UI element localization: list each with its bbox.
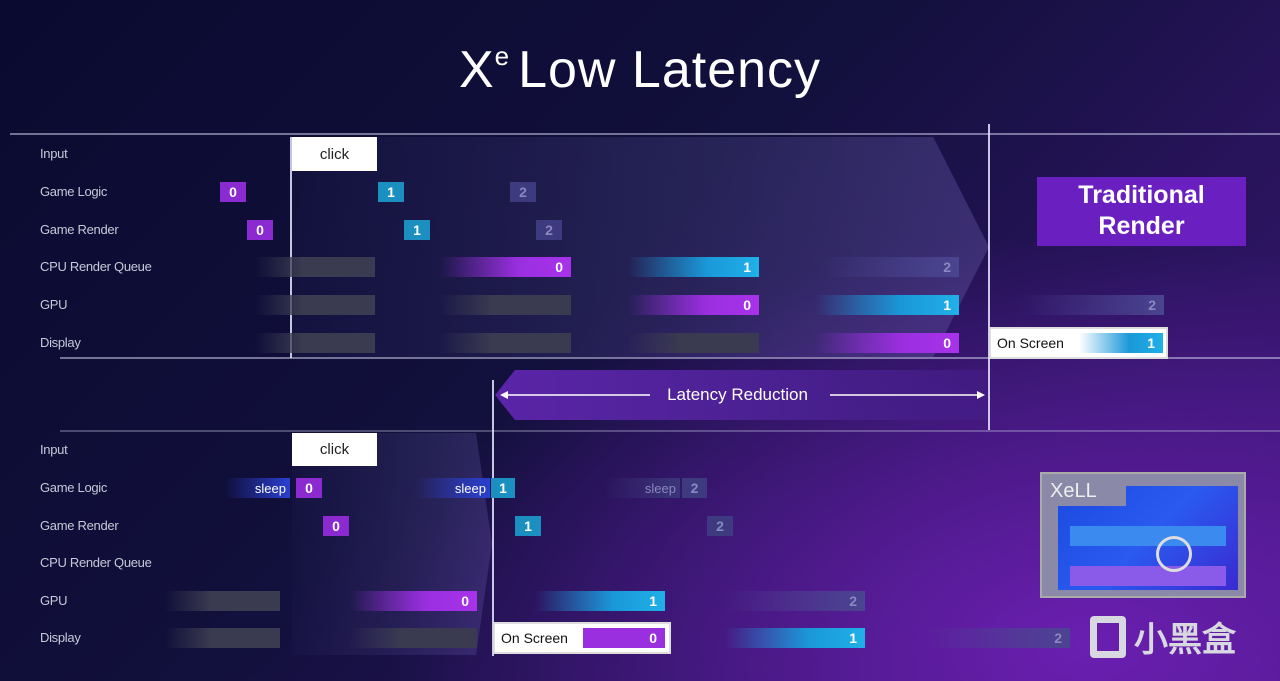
row-label: Display (40, 335, 81, 350)
on-screen-frame: 0 (583, 628, 665, 648)
display-marker-line (988, 124, 990, 430)
xell-logo-text: XeLL (1050, 480, 1097, 502)
frame-block: 0 (628, 295, 759, 315)
on-screen-frame: 1 (1079, 333, 1163, 353)
frame-block: 2 (820, 257, 959, 277)
watermark-logo-icon (1090, 615, 1126, 658)
frame-block: 1 (815, 295, 959, 315)
frame-block: 1 (404, 220, 430, 240)
click-marker-line (290, 137, 292, 358)
xell-display-marker-line (492, 380, 494, 656)
divider (10, 133, 1280, 135)
row-label: Game Logic (40, 480, 108, 495)
frame-block: 2 (725, 591, 865, 611)
bottom-on-screen: On Screen 0 (493, 622, 671, 654)
frame-block: 0 (350, 591, 477, 611)
xell-frame-chevron (292, 433, 492, 655)
idle-block (440, 295, 571, 315)
idle-block (255, 257, 375, 277)
watermark-text: 小黑盒 (1134, 621, 1236, 659)
idle-block (255, 333, 375, 353)
frame-block: 2 (536, 220, 562, 240)
frame-block: 2 (707, 516, 733, 536)
latency-arrow (500, 391, 985, 399)
frame-block: 2 (510, 182, 536, 202)
xell-logo-screen (1058, 486, 1238, 590)
frame-block: 0 (815, 333, 959, 353)
watermark: 小黑盒 (1090, 612, 1236, 661)
divider (60, 357, 1280, 359)
on-screen-label: On Screen (501, 630, 568, 646)
frame-block: 1 (515, 516, 541, 536)
row-label: GPU (40, 297, 68, 312)
traditional-frame-chevron (292, 137, 989, 357)
frame-block: 0 (440, 257, 571, 277)
frame-block: 1 (725, 628, 865, 648)
frame-block: 1 (628, 257, 759, 277)
frame-block: 1 (535, 591, 665, 611)
top-on-screen: On Screen 1 (989, 327, 1168, 359)
frame-block: 1 (378, 182, 404, 202)
row-label: Input (40, 146, 68, 161)
sleep-block: sleep (605, 478, 680, 498)
frame-block: 0 (220, 182, 246, 202)
stopwatch-icon (1156, 536, 1192, 572)
traditional-render-badge: Traditional Render (1037, 177, 1246, 246)
frame-block: 1 (491, 478, 515, 498)
row-label: Input (40, 442, 68, 457)
idle-block (255, 295, 375, 315)
row-label: CPU Render Queue (40, 555, 152, 570)
divider (60, 430, 1280, 432)
latency-reduction-label: Latency Reduction (667, 385, 808, 404)
frame-block: 2 (1020, 295, 1164, 315)
idle-block (350, 628, 477, 648)
frame-block: 2 (682, 478, 707, 498)
row-label: Game Render (40, 222, 119, 237)
xell-logo: XeLL (1040, 472, 1246, 598)
bottom-click-marker: click (292, 433, 377, 466)
sleep-block: sleep (415, 478, 490, 498)
row-label: Game Logic (40, 184, 108, 199)
row-label: GPU (40, 593, 68, 608)
row-label: Game Render (40, 518, 119, 533)
frame-block: 0 (247, 220, 273, 240)
on-screen-label: On Screen (997, 335, 1064, 351)
idle-block (628, 333, 759, 353)
top-click-marker: click (292, 137, 377, 171)
idle-block (165, 591, 280, 611)
frame-block: 0 (323, 516, 349, 536)
row-label: Display (40, 630, 81, 645)
sleep-block: sleep (225, 478, 290, 498)
row-label: CPU Render Queue (40, 259, 152, 274)
idle-block (440, 333, 571, 353)
idle-block (165, 628, 280, 648)
frame-block: 0 (296, 478, 322, 498)
frame-block: 2 (925, 628, 1070, 648)
